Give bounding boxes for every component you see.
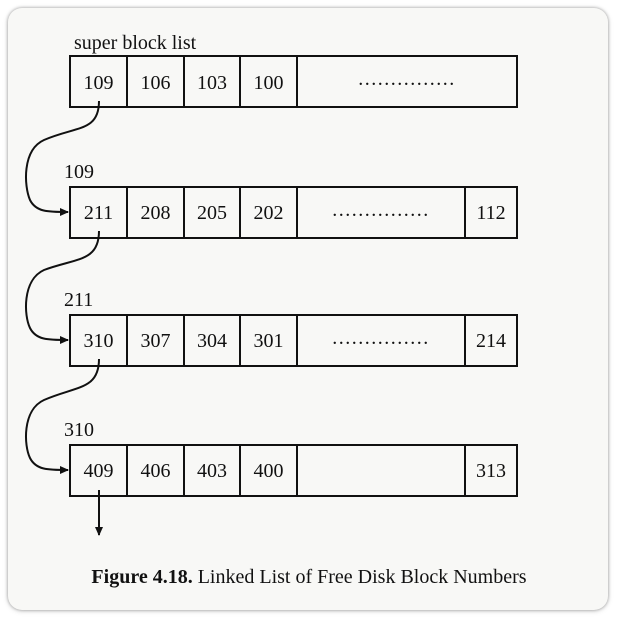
block-cell-value: 400 bbox=[254, 460, 284, 482]
figure-title: Linked List of Free Disk Block Numbers bbox=[197, 566, 527, 588]
block-cell-value: 310 bbox=[84, 330, 114, 352]
block-cell-value: 409 bbox=[84, 460, 114, 482]
list-label-super-block: super block list bbox=[74, 32, 197, 54]
list-label-block: 310 bbox=[64, 419, 94, 441]
block-cell-value: 205 bbox=[197, 202, 227, 224]
block-cell-value: 403 bbox=[197, 460, 227, 482]
block-cell-value: 304 bbox=[197, 330, 227, 352]
list-block-310: 310 409 406 403 400 313 bbox=[64, 419, 518, 497]
block-cell-value: 208 bbox=[141, 202, 171, 224]
list-box-outline bbox=[69, 186, 518, 239]
list-block-211: 211 310 307 304 301 ............... 214 bbox=[64, 289, 518, 367]
block-cell-value: 100 bbox=[254, 72, 284, 94]
block-cell-value: 202 bbox=[254, 202, 284, 224]
ellipsis-dots: ............... bbox=[332, 199, 430, 221]
list-label-block: 211 bbox=[64, 289, 93, 311]
list-super-block: super block list 109 106 103 100 .......… bbox=[69, 32, 518, 108]
figure-caption: Figure 4.18. Linked List of Free Disk Bl… bbox=[0, 566, 618, 589]
figure-number: Figure 4.18. bbox=[91, 566, 193, 588]
ellipsis-dots: ............... bbox=[358, 68, 456, 90]
list-block-109: 109 211 208 205 202 ............... 112 bbox=[64, 161, 518, 239]
next-block-pointer-value: 214 bbox=[476, 330, 506, 352]
next-block-pointer-value: 112 bbox=[476, 202, 505, 224]
block-cell-value: 301 bbox=[254, 330, 284, 352]
link-arrow-310-to-list bbox=[25, 358, 100, 474]
ellipsis-dots: ............... bbox=[332, 327, 430, 349]
next-block-pointer-value: 313 bbox=[476, 460, 506, 482]
link-arrow-211-to-list bbox=[25, 230, 100, 344]
list-box-outline bbox=[69, 55, 518, 108]
list-box-outline bbox=[69, 314, 518, 367]
figure-card bbox=[8, 8, 608, 610]
list-label-block: 109 bbox=[64, 161, 94, 183]
block-cell-value: 211 bbox=[84, 202, 113, 224]
block-cell-value: 103 bbox=[197, 72, 227, 94]
block-cell-value: 109 bbox=[84, 72, 114, 94]
block-cell-value: 106 bbox=[141, 72, 171, 94]
block-cell-value: 307 bbox=[141, 330, 171, 352]
block-cell-value: 406 bbox=[141, 460, 171, 482]
link-arrow-109-to-list bbox=[25, 100, 100, 216]
list-box-outline bbox=[69, 444, 518, 497]
linked-list-diagram: super block list 109 106 103 100 .......… bbox=[25, 32, 518, 536]
